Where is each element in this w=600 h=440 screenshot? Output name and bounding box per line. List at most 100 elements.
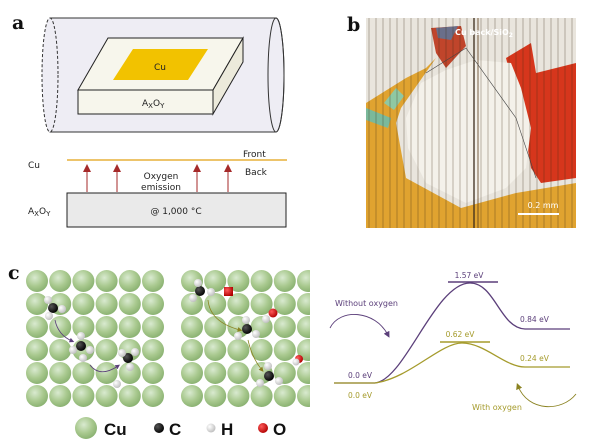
legend-o-label: O: [273, 420, 286, 439]
cu-atom: [49, 316, 72, 338]
cu-atom: [95, 362, 118, 384]
with-oxygen-end-label: 0.24 eV: [520, 354, 550, 363]
cu-atom: [49, 270, 72, 292]
reaction-arrow: [89, 364, 120, 373]
panel-c-lattices: Cu C H O: [26, 270, 310, 439]
ch3-molecule: [44, 296, 66, 320]
cu-atom: [72, 362, 95, 384]
cu-atom: [118, 293, 141, 315]
cu-atom: [273, 339, 296, 361]
oh-molecule: [292, 355, 303, 366]
cu-atom: [227, 339, 250, 361]
cu-atom: [95, 339, 118, 361]
cross-section-substrate: [66, 192, 287, 228]
cu-atom: [250, 293, 273, 315]
cu-atom: [72, 293, 95, 315]
without-oxygen-end-label: 0.84 eV: [520, 315, 550, 324]
cu-atom: [142, 293, 164, 315]
cu-atom: [227, 270, 250, 292]
cu-atom: [72, 316, 95, 338]
without-oxygen-barrier-label: 1.57 eV: [455, 271, 485, 280]
legend-h-icon: [206, 423, 216, 433]
cu-atom: [273, 385, 296, 407]
cu-atom: [142, 339, 164, 361]
panel-label-a: a: [12, 12, 25, 34]
substrate-label: AXOY: [142, 99, 165, 110]
legend-c-label: C: [169, 420, 181, 439]
cu-atom: [297, 270, 310, 292]
with-oxygen-arrow: [516, 383, 577, 407]
ch3-molecule: [69, 332, 94, 362]
reaction-arrow: [207, 299, 243, 332]
legend-c-icon: [154, 423, 164, 433]
scale-bar-label: 0.2 mm: [528, 201, 559, 210]
cu-atom: [297, 293, 310, 315]
with-oxygen-label: With oxygen: [472, 403, 522, 412]
front-label: Front: [243, 150, 266, 160]
oh-molecule: [262, 308, 278, 323]
cu-atom: [297, 385, 310, 407]
without-oxygen-start-label: 0.0 eV: [348, 371, 373, 380]
cu-atom: [72, 270, 95, 292]
cu-atom: [204, 339, 227, 361]
emission-label-line2: emission: [141, 183, 181, 193]
ch2-molecule: [118, 348, 139, 371]
legend: Cu C H O: [75, 417, 286, 439]
cu-lattice-without-oxygen: [26, 270, 164, 407]
cu-atom: [118, 316, 141, 338]
back-label: Back: [245, 168, 268, 178]
cu-atom: [26, 293, 48, 315]
cu-atom: [181, 316, 203, 338]
with-oxygen-barrier-label: 0.62 eV: [446, 330, 476, 339]
cu-atom: [142, 385, 164, 407]
cu-lattice-with-oxygen: [181, 270, 310, 407]
cu-atom: [118, 385, 141, 407]
cu-atom: [250, 270, 273, 292]
cu-atom: [95, 293, 118, 315]
cu-atom: [142, 362, 164, 384]
panel-label-b: b: [347, 14, 361, 36]
cu-atom: [250, 385, 273, 407]
o-atom: [224, 287, 233, 296]
cu-atom: [118, 362, 141, 384]
ch3-molecule: [189, 279, 215, 302]
cu-atom: [49, 362, 72, 384]
panel-label-c: c: [8, 262, 20, 284]
reaction-arrow: [54, 319, 75, 343]
cu-atom: [227, 293, 250, 315]
foil-label: Cu: [154, 63, 166, 73]
without-oxygen-curve: [334, 282, 570, 384]
cu-atom: [204, 270, 227, 292]
cu-atom: [273, 316, 296, 338]
oxygen-emission-arrows: [83, 164, 232, 192]
with-oxygen-start-label: 0.0 eV: [348, 391, 373, 400]
cu-atom: [250, 339, 273, 361]
cu-atom: [227, 362, 250, 384]
cu-atom: [273, 293, 296, 315]
cu-atom: [181, 362, 203, 384]
cu-atom: [142, 316, 164, 338]
cu-atom: [297, 316, 310, 338]
without-oxygen-label: Without oxygen: [335, 299, 398, 308]
cu-atom: [227, 385, 250, 407]
energy-profile: 0.0 eV 0.0 eV 1.57 eV 0.84 eV 0.62 eV 0.…: [329, 271, 577, 412]
h-atom: [113, 380, 121, 388]
cu-atom: [181, 385, 203, 407]
cu-atom: [26, 339, 48, 361]
cu-atom: [72, 385, 95, 407]
cu-atom: [118, 270, 141, 292]
reaction-arrow: [247, 339, 264, 372]
legend-h-label: H: [221, 420, 233, 439]
temperature-label: @ 1,000 °C: [150, 207, 201, 217]
cu-atom: [273, 270, 296, 292]
cu-atom: [26, 270, 48, 292]
copper-foil: [113, 49, 208, 80]
cu-atom: [49, 385, 72, 407]
cu-atom: [204, 316, 227, 338]
legend-o-icon: [258, 423, 268, 433]
cu-atom: [204, 362, 227, 384]
cu-atom: [142, 270, 164, 292]
emission-label-line1: Oxygen: [144, 172, 179, 182]
cu-atom: [204, 293, 227, 315]
cu-atom: [49, 339, 72, 361]
